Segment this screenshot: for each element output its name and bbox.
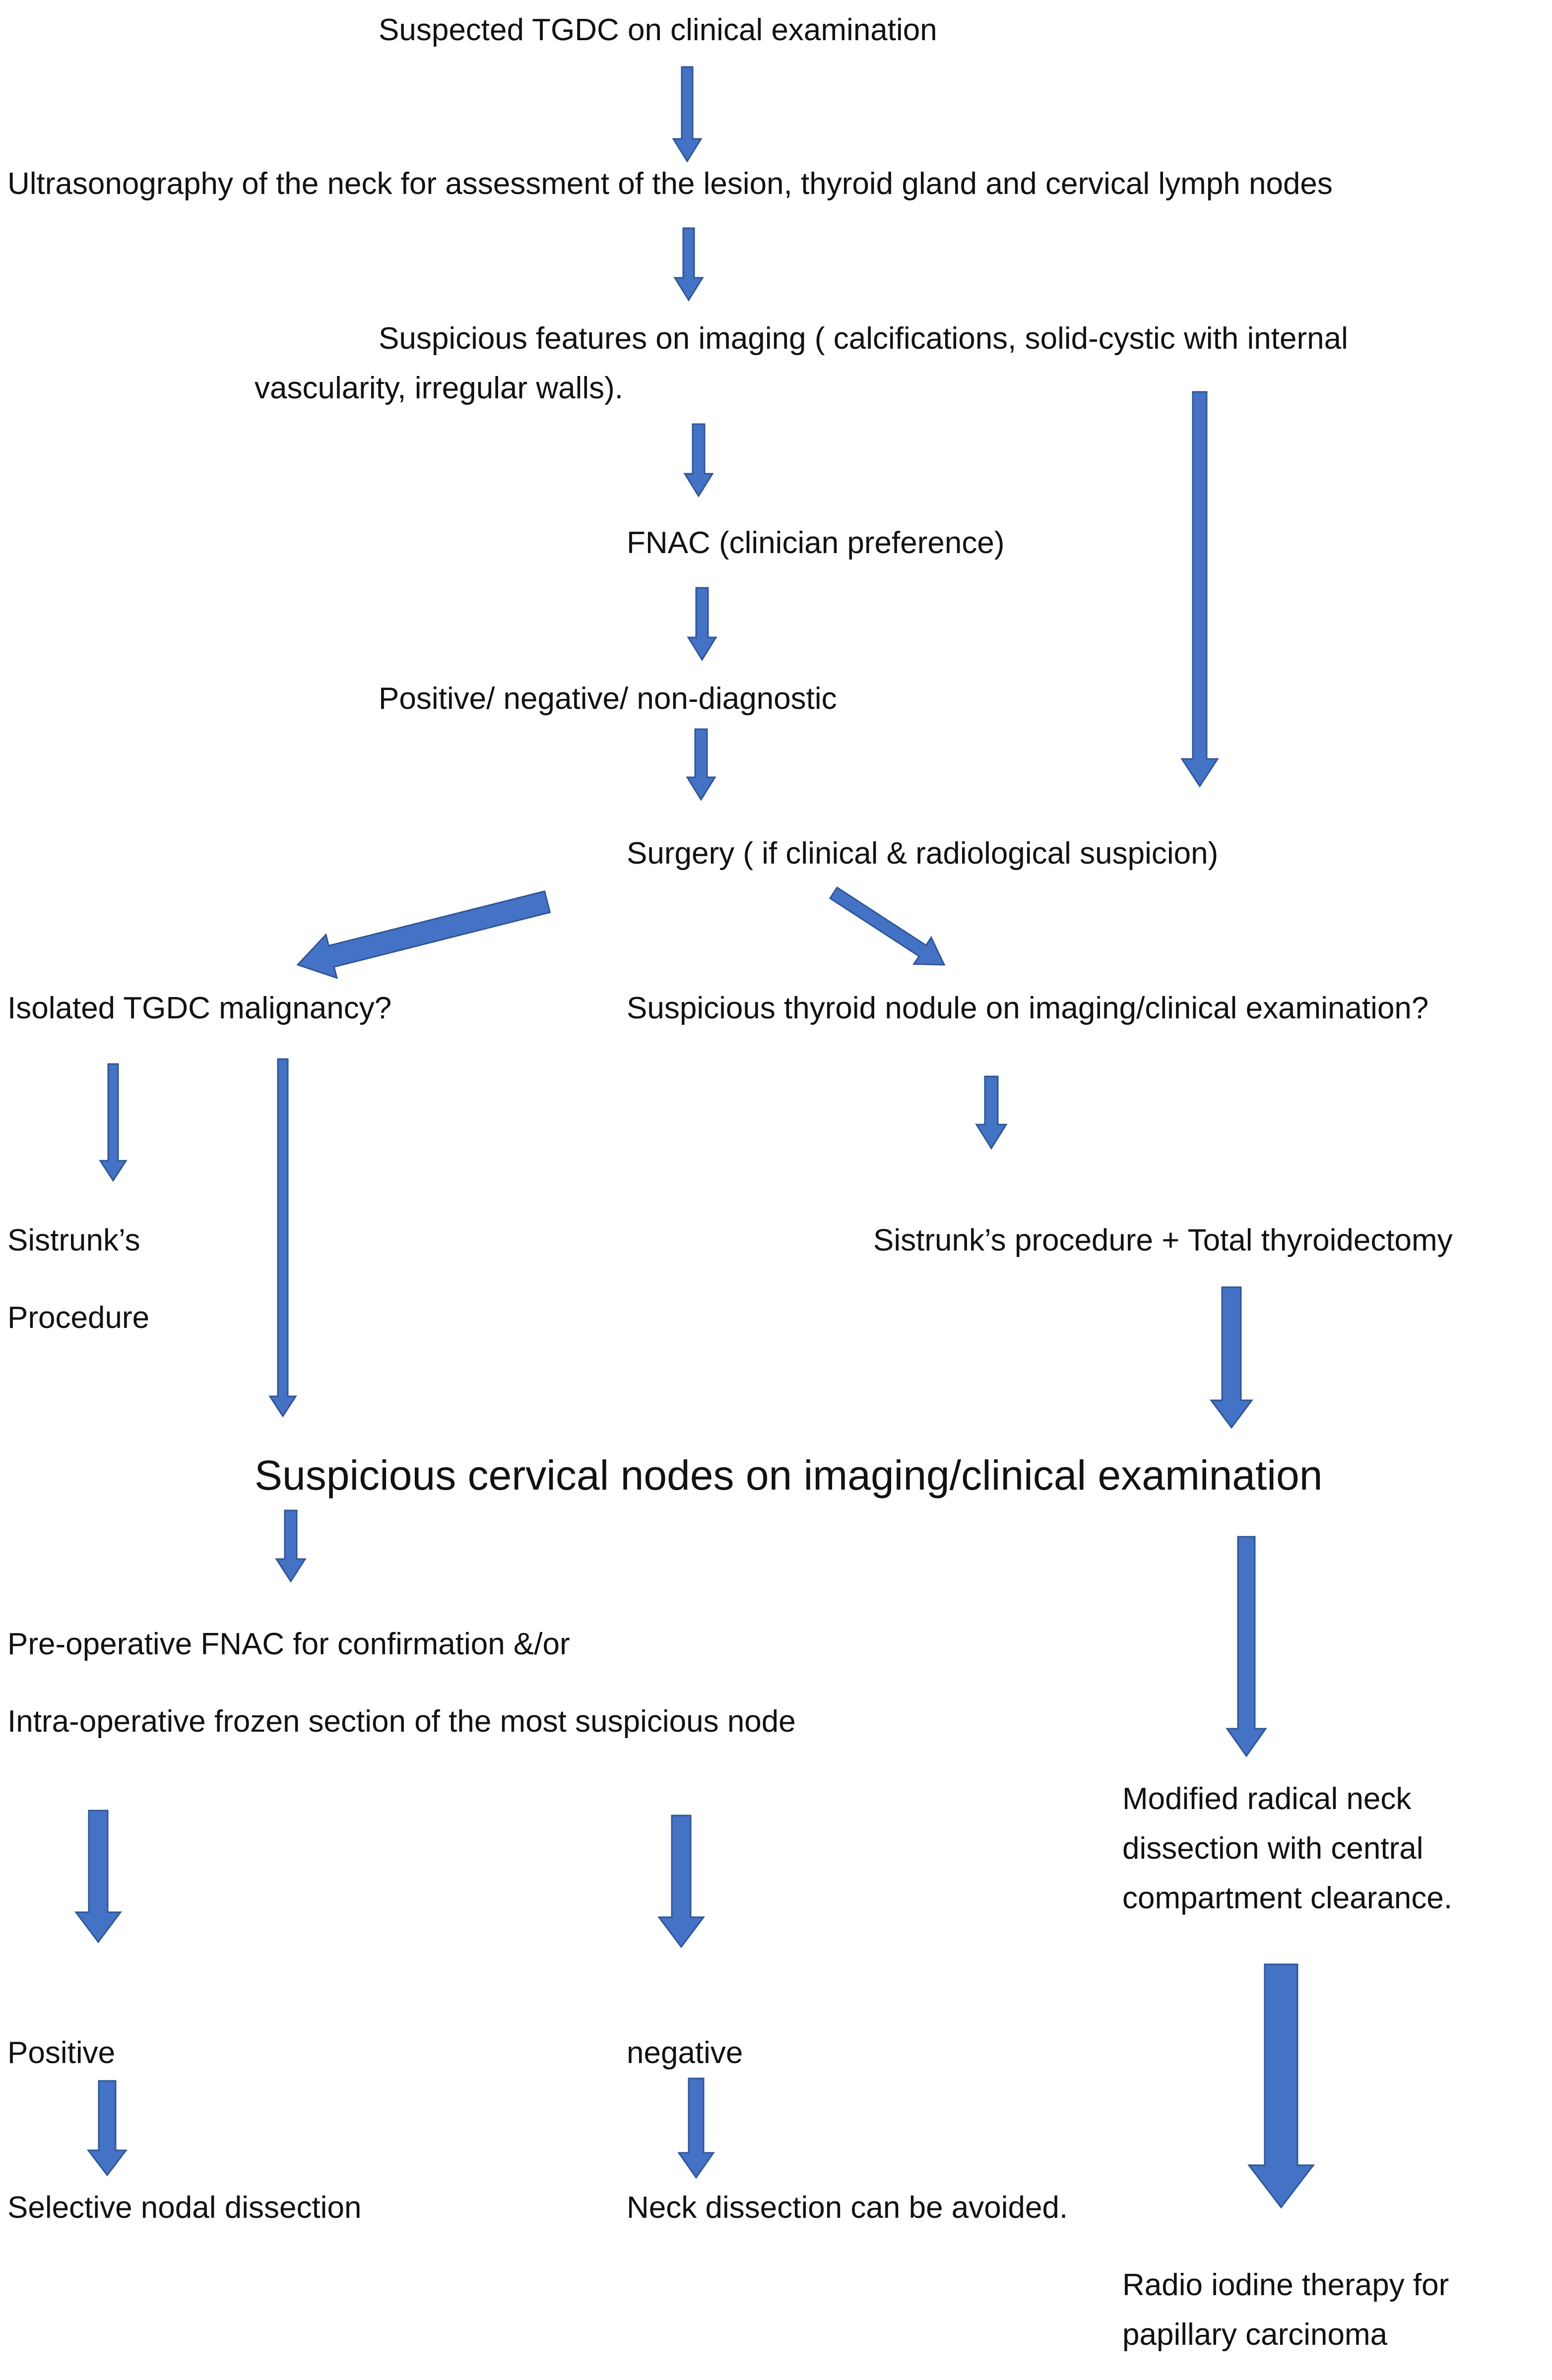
node-radio-iodine-line-2: papillary carcinoma [1122,2317,1388,2352]
arrow-sistrunk-total-to-cervical-nodes [1210,1286,1253,1429]
arrow-imaging-to-fnac [683,423,714,498]
arrow-imaging-to-surgery [1180,391,1219,788]
node-mrnd-line-3: compartment clearance. [1122,1881,1453,1915]
arrow-isolated-to-sistrunk [99,1063,128,1182]
node-sistrunk-total-thyroidectomy: Sistrunk’s procedure + Total thyroidecto… [873,1223,1453,1257]
arrow-ultrasound-to-imaging [673,227,704,302]
arrow-surgery-to-isolated [296,890,551,979]
node-fnac: FNAC (clinician preference) [627,526,1005,560]
arrow-nodule-to-sistrunk-total [975,1075,1008,1150]
node-ultrasonography: Ultrasonography of the neck for assessme… [7,167,1333,201]
node-isolated-tgdc: Isolated TGDC malignancy? [7,991,392,1025]
node-neck-dissection-avoided: Neck dissection can be avoided. [627,2191,1068,2225]
arrow-isolated-to-cervical-nodes [268,1058,297,1418]
node-fnac-result: Positive/ negative/ non-diagnostic [379,682,837,716]
node-preop-fnac-line-1: Pre-operative FNAC for confirmation &/or [7,1627,570,1661]
node-sistrunk-line-1: Sistrunk’s [7,1223,140,1257]
arrow-surgery-to-nodule [829,886,946,966]
node-mrnd-line-1: Modified radical neck [1122,1782,1412,1816]
arrow-mrnd-to-radio-iodine [1247,1963,1315,2209]
node-negative: negative [627,2036,743,2070]
arrow-cervical-nodes-to-preop [275,1509,307,1583]
arrow-positive-to-selective [86,2080,128,2177]
node-positive: Positive [7,2036,116,2070]
node-mrnd-line-2: dissection with central [1122,1831,1423,1866]
node-sistrunk-line-2: Procedure [7,1301,150,1335]
arrow-fnac-to-result [687,587,717,661]
node-suspicious-imaging-line-1: Suspicious features on imaging ( calcifi… [379,321,1348,356]
node-surgery: Surgery ( if clinical & radiological sus… [627,836,1219,871]
node-suspected-tgdc: Suspected TGDC on clinical examination [379,13,937,47]
arrow-preop-to-positive [74,1810,122,1943]
node-selective-nodal-dissection: Selective nodal dissection [7,2191,362,2225]
node-suspicious-cervical-nodes: Suspicious cervical nodes on imaging/cli… [255,1452,1323,1499]
arrow-negative-to-avoided [677,2077,715,2179]
arrow-result-to-surgery [686,728,716,801]
node-preop-fnac-line-2: Intra-operative frozen section of the mo… [7,1704,796,1739]
arrow-cervical-nodes-to-mrnd [1226,1536,1267,1757]
node-radio-iodine-line-1: Radio iodine therapy for [1122,2268,1449,2302]
node-suspicious-thyroid-nodule: Suspicious thyroid nodule on imaging/cli… [627,991,1429,1025]
arrow-preop-to-negative [657,1815,705,1948]
arrow-suspected-to-ultrasound [672,66,703,163]
node-suspicious-imaging-line-2: vascularity, irregular walls). [255,371,624,405]
